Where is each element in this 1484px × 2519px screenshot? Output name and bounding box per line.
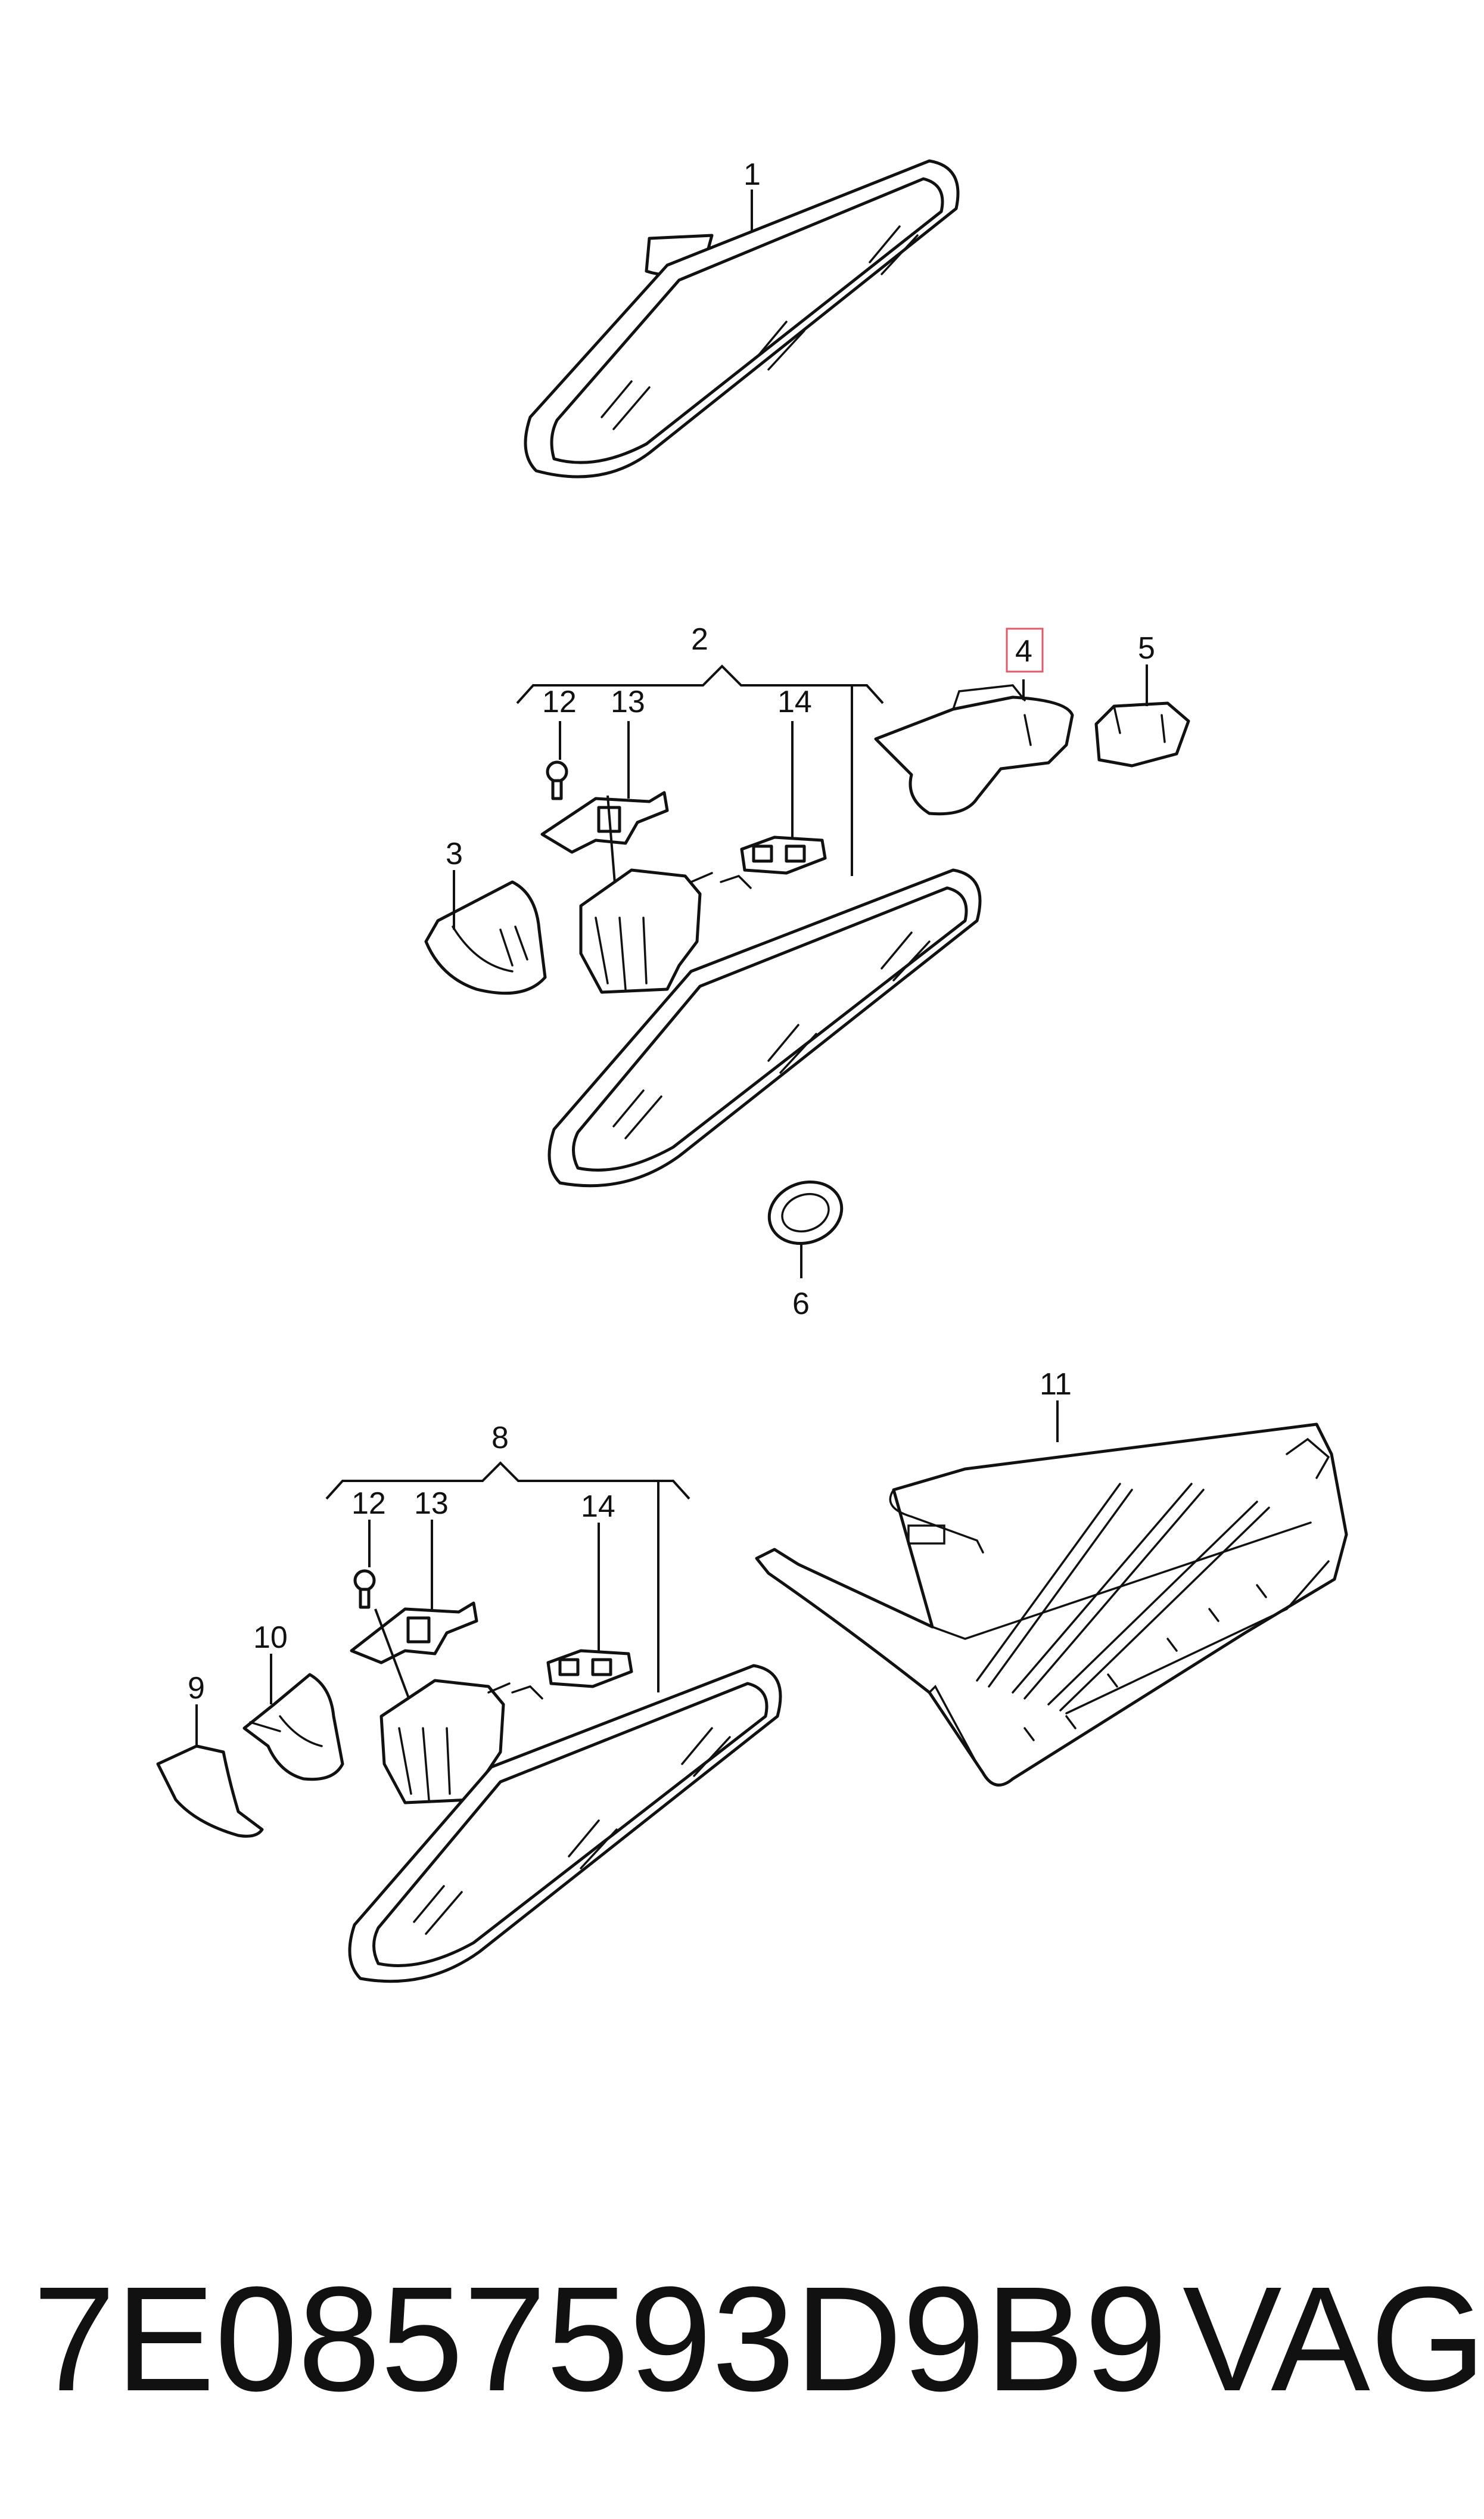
label-1: 1 <box>743 157 761 192</box>
part-9-cover <box>156 1744 264 1838</box>
label-6: 6 <box>792 1287 810 1321</box>
label-3: 3 <box>446 837 463 871</box>
part-13-clip <box>540 791 669 854</box>
part-13-clip-2 <box>350 1601 478 1664</box>
part-4-cover <box>874 684 1074 816</box>
part-10-cover <box>242 1673 344 1781</box>
label-13-b: 13 <box>414 1486 449 1521</box>
label-4-highlight <box>1006 628 1044 673</box>
part-2-mount <box>579 868 752 994</box>
part-8-mount <box>379 1679 543 1804</box>
part-3-cover <box>424 880 547 995</box>
label-10: 10 <box>253 1620 288 1655</box>
label-2: 2 <box>691 622 708 657</box>
label-4: 4 <box>1015 634 1032 669</box>
label-11: 11 <box>1040 1367 1072 1402</box>
label-8: 8 <box>491 1421 509 1455</box>
label-13-a: 13 <box>611 685 645 719</box>
label-9: 9 <box>188 1671 205 1706</box>
part-11-console <box>755 1422 1348 1787</box>
part-5-cover <box>1094 701 1190 768</box>
part-12-screw <box>546 760 568 800</box>
part-14-connector <box>740 835 827 875</box>
part-12-screw-2 <box>353 1569 376 1609</box>
label-14-b: 14 <box>581 1489 615 1524</box>
part-2-mirror <box>547 868 982 1188</box>
part-6-grommet <box>767 1180 844 1245</box>
label-14-a: 14 <box>777 685 812 719</box>
part-8-mirror <box>348 1664 782 1983</box>
label-12-a: 12 <box>542 685 577 719</box>
part-14-connector-2 <box>546 1649 633 1688</box>
part-number: 7E0857593D9B9 <box>33 2256 1168 2422</box>
brand-label: VAG <box>1183 2256 1484 2422</box>
label-12-b: 12 <box>351 1486 386 1521</box>
label-5: 5 <box>1138 631 1155 666</box>
part-1-mirror <box>524 159 960 479</box>
